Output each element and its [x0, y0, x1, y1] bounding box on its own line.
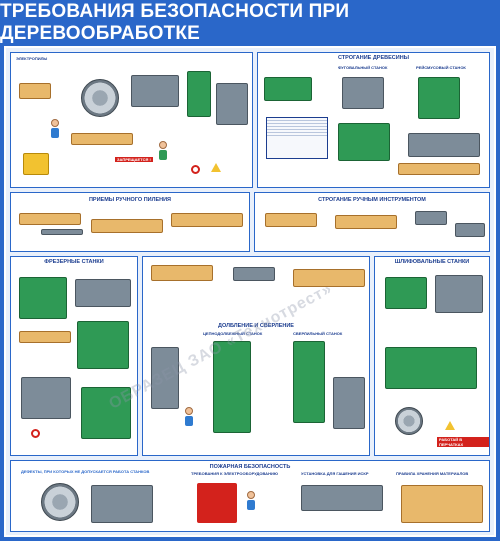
band-saw-machine: [187, 71, 211, 117]
hand-saw: [41, 229, 83, 235]
panel-hand-planing: СТРОГАНИЕ РУЧНЫМ ИНСТРУМЕНТОМ: [254, 192, 490, 252]
driller-figure: [185, 407, 193, 426]
electrical-panel: [197, 483, 237, 523]
milling-title: ФРЕЗЕРНЫЕ СТАНКИ: [44, 259, 104, 265]
drum-sander: [385, 347, 477, 389]
milled-board: [19, 331, 71, 343]
hand-plane: [415, 211, 447, 225]
milling-machine: [19, 277, 67, 319]
mortising-machine: [213, 341, 251, 433]
hand-sawing-title: ПРИЕМЫ РУЧНОГО ПИЛЕНИЯ: [88, 197, 172, 203]
mortise-chain: [151, 347, 179, 409]
jointer-label: ФУГОВАЛЬНЫЙ СТАНОК: [338, 65, 388, 70]
hand-planing-title: СТРОГАНИЕ РУЧНЫМ ИНСТРУМЕНТОМ: [318, 197, 426, 203]
crosscut-saw-machine: [131, 75, 179, 107]
chisel-tool: [233, 267, 275, 281]
warning-icon: [211, 163, 221, 172]
panel-hand-sawing: ПРИЕМЫ РУЧНОГО ПИЛЕНИЯ: [10, 192, 250, 252]
operator-figure: [159, 141, 167, 160]
belt-sander: [385, 277, 427, 309]
circular-saw-blade-icon: [81, 79, 119, 117]
defects-title: ДЕФЕКТЫ, ПРИ КОТОРЫХ НЕ ДОПУСКАЕТСЯ РАБО…: [21, 469, 150, 474]
forbidden-badge: ЗАПРЕЩАЕТСЯ !: [115, 157, 153, 162]
mortiser-label: ЦЕПНОДОЛБЕЖНЫЙ СТАНОК: [203, 331, 263, 336]
spark-extinguisher: [301, 485, 383, 511]
boring-machine: [333, 377, 365, 429]
cutter-head: [342, 77, 384, 109]
planed-board: [398, 163, 480, 175]
planer-machine: [338, 123, 390, 161]
jointer-machine: [264, 77, 312, 101]
gloves-badge: РАБОТАЙ В ПЕРЧАТКАХ: [437, 437, 489, 447]
guard-assembly: [21, 377, 71, 419]
electrician-figure: [247, 491, 255, 510]
plane-board-2: [335, 215, 397, 229]
drilling-title: ДОЛБЛЕНИЕ И СВЕРЛЕНИЕ: [218, 323, 294, 329]
timber-block: [19, 83, 51, 99]
sawing-tag: ЭЛЕКТРОПИЛЫ: [16, 56, 48, 61]
defective-machine: [91, 485, 153, 523]
warning-icon-2: [445, 421, 455, 430]
band-saw-frame: [216, 83, 248, 125]
fire-title: ПОЖАРНАЯ БЕЗОПАСНОСТЬ: [209, 464, 291, 470]
chisel-board: [151, 265, 213, 281]
panel-milling: ФРЕЗЕРНЫЕ СТАНКИ: [10, 256, 138, 456]
hand-plane-2: [455, 223, 485, 237]
stored-timber: [401, 485, 483, 523]
drill-press-label: СВЕРЛИЛЬНЫЙ СТАНОК: [293, 331, 343, 336]
thicknesser-machine: [418, 77, 460, 119]
workpiece-2: [91, 219, 163, 233]
grinding-wheel-icon: [395, 407, 423, 435]
planing-title: СТРОГАНИЕ ДРЕВЕСИНЫ: [337, 55, 410, 61]
panel-fire-safety: ПОЖАРНАЯ БЕЗОПАСНОСТЬ ДЕФЕКТЫ, ПРИ КОТОР…: [10, 460, 490, 532]
panel-drilling: ДОЛБЛЕНИЕ И СВЕРЛЕНИЕ ЦЕПНОДОЛБЕЖНЫЙ СТА…: [142, 256, 370, 456]
plane-board: [265, 213, 317, 227]
grinding-title: ШЛИФОВАЛЬНЫЕ СТАНКИ: [394, 259, 470, 265]
panel-planing: СТРОГАНИЕ ДРЕВЕСИНЫ ФУГОВАЛЬНЫЙ СТАНОК Р…: [257, 52, 490, 188]
poster-title: ТРЕБОВАНИЯ БЕЗОПАСНОСТИ ПРИ ДЕРЕВООБРАБО…: [0, 1, 350, 44]
portable-saw: [23, 153, 49, 175]
damaged-blade-icon: [41, 483, 79, 521]
board-feed: [71, 133, 133, 145]
spindle-assembly: [408, 133, 480, 157]
milling-cutter: [75, 279, 131, 307]
worker-figure: [51, 119, 59, 138]
jointing-board: [293, 269, 365, 287]
thicknesser-label: РЕЙСМУСОВЫЙ СТАНОК: [416, 65, 466, 70]
electrical-title: ТРЕБОВАНИЯ К ЭЛЕКТРООБОРУДОВАНИЮ: [191, 471, 278, 476]
poster-board: ЭЛЕКТРОПИЛЫ ЗАПРЕЩАЕТСЯ ! СТРОГАНИЕ ДРЕВ…: [4, 46, 496, 537]
workpiece-3: [171, 213, 243, 227]
extinguish-title: УСТАНОВКА ДЛЯ ГАШЕНИЯ ИСКР: [301, 471, 369, 476]
disc-sander: [435, 275, 483, 313]
prohibition-icon-2: [31, 429, 40, 438]
drill-press-machine: [293, 341, 325, 423]
panel-grinding: ШЛИФОВАЛЬНЫЕ СТАНКИ РАБОТАЙ В ПЕРЧАТКАХ: [374, 256, 490, 456]
workpiece: [19, 213, 81, 225]
storage-title: ПРАВИЛА ХРАНЕНИЯ МАТЕРИАЛОВ: [396, 471, 469, 476]
spindle-moulder: [77, 321, 129, 369]
safety-table: [266, 117, 328, 159]
panel-sawing: ЭЛЕКТРОПИЛЫ ЗАПРЕЩАЕТСЯ !: [10, 52, 253, 188]
prohibition-icon: [191, 165, 200, 174]
router-machine: [81, 387, 131, 439]
